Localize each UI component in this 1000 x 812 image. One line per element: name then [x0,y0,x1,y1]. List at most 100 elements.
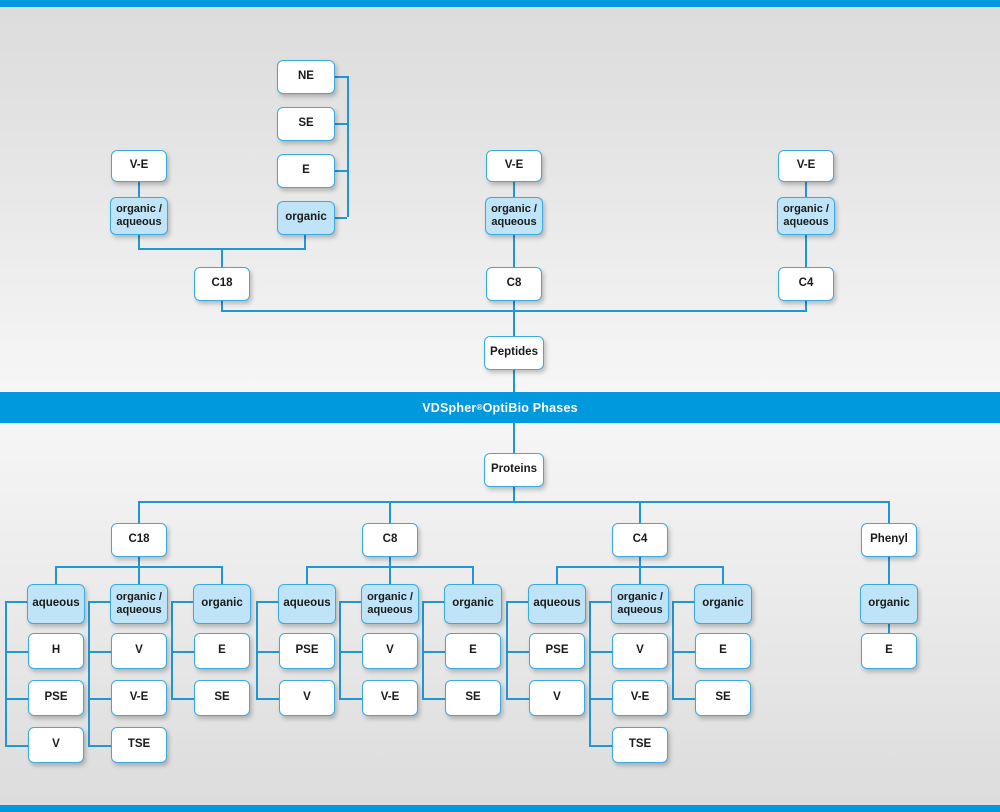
peptides-root[interactable]: Peptides [484,336,544,370]
proteins-c8-organic-aqueous[interactable]: organic / aqueous [361,584,419,624]
proteins-c18-aqueous-child[interactable]: PSE [28,680,84,716]
proteins-c18-organic-aqueous[interactable]: organic / aqueous [110,584,168,624]
proteins-c8-organic[interactable]: organic [444,584,502,624]
proteins-c18-organic-bus [171,601,173,698]
proteins-c8-aqueous-child[interactable]: V [279,680,335,716]
proteins-c18-organic-aqueous-child[interactable]: V [111,633,167,669]
proteins-c4-organic-aqueous-bus-stub [589,601,611,603]
proteins-c18-organic-aqueous-bus-stub [88,601,110,603]
proteins-c4-mod-drop [639,566,641,584]
proteins-c4-mod-drop [722,566,724,584]
banner-to-proteins [513,423,515,453]
proteins-c4-mod-drop [556,566,558,584]
proteins-c8-organic-aqueous-child[interactable]: V [362,633,418,669]
proteins-distribution-bus [138,501,890,503]
proteins-c8-spread-drop [389,557,391,566]
peptides-c18-oa-child-ve[interactable]: V-E [111,150,167,182]
proteins-c18-aqueous-bus-stub [5,601,27,603]
proteins-phenyl-organic[interactable]: organic [860,584,918,624]
banner-brand: VDSpher [422,400,477,415]
proteins-c18-organic-aqueous-child[interactable]: V-E [111,680,167,716]
proteins-phase-c4[interactable]: C4 [612,523,668,557]
proteins-phenyl-organic-child[interactable]: E [861,633,917,669]
peptides-c18-organic-aqueous[interactable]: organic / aqueous [110,197,168,235]
proteins-phenyl-mod-drop [888,557,890,584]
proteins-c4-organic-aqueous-child[interactable]: V-E [612,680,668,716]
peptides-c18-organic-bus-stub [335,123,347,125]
peptides-c18-drop [221,248,223,267]
proteins-c8-organic-child[interactable]: E [445,633,501,669]
proteins-c8-aqueous-child[interactable]: PSE [279,633,335,669]
proteins-c18-organic-aqueous-bus-stub [88,745,111,747]
peptides-c4-organic-aqueous[interactable]: organic / aqueous [777,197,835,235]
proteins-root[interactable]: Proteins [484,453,544,487]
peptides-c18-organic-child-ne[interactable]: NE [277,60,335,94]
proteins-c4-organic-aqueous[interactable]: organic / aqueous [611,584,669,624]
peptides-c18-organic-child-e[interactable]: E [277,154,335,188]
proteins-c18-aqueous-child[interactable]: H [28,633,84,669]
proteins-c18-aqueous-child[interactable]: V [28,727,84,763]
peptides-c8-drop [513,235,515,267]
peptides-c18-organic-bus-stub [335,217,347,219]
proteins-c4-aqueous-child[interactable]: PSE [529,633,585,669]
proteins-c4-organic-aqueous-bus-stub [589,698,612,700]
proteins-c4-organic-aqueous-child[interactable]: TSE [612,727,668,763]
peptides-c18-organic-bus [347,76,349,217]
proteins-c4-aqueous-bus [506,601,508,698]
peptides-phase-c8[interactable]: C8 [486,267,542,301]
proteins-c8-aqueous-bus-stub [256,651,279,653]
proteins-phase-phenyl[interactable]: Phenyl [861,523,917,557]
proteins-c4-organic-aqueous-child[interactable]: V [612,633,668,669]
proteins-c8-organic-bus-stub [422,651,445,653]
proteins-phenyl-organic-link [888,624,890,633]
brand-banner: VDSpher® OptiBio Phases [0,392,1000,423]
proteins-c8-aqueous-bus [256,601,258,698]
peptides-phase-c18[interactable]: C18 [194,267,250,301]
peptides-root-link [513,310,515,336]
proteins-c18-mod-drop [55,566,57,584]
peptides-c18-oa-child-link [138,182,140,197]
proteins-root-drop [513,487,515,501]
proteins-c4-aqueous-child[interactable]: V [529,680,585,716]
proteins-c4-organic[interactable]: organic [694,584,752,624]
proteins-c4-organic-bus-stub [672,601,694,603]
peptides-c18-oa-down [138,235,140,248]
peptides-c4-oa-child-ve[interactable]: V-E [778,150,834,182]
peptides-phase-drop [221,301,223,310]
peptides-c18-organic-child-se[interactable]: SE [277,107,335,141]
peptides-c8-organic-aqueous[interactable]: organic / aqueous [485,197,543,235]
proteins-c4-organic-bus-stub [672,651,695,653]
proteins-c8-organic-bus-stub [422,601,444,603]
proteins-c4-aqueous-bus-stub [506,601,528,603]
proteins-c4-organic-child[interactable]: SE [695,680,751,716]
peptides-c8-oa-child-ve[interactable]: V-E [486,150,542,182]
proteins-c8-organic-aqueous-bus [339,601,341,698]
proteins-c18-organic[interactable]: organic [193,584,251,624]
proteins-phase-drop [389,501,391,523]
proteins-phase-drop [639,501,641,523]
proteins-phase-drop [888,501,890,523]
proteins-phase-c18[interactable]: C18 [111,523,167,557]
proteins-c18-aqueous[interactable]: aqueous [27,584,85,624]
proteins-c18-organic-bus-stub [171,651,194,653]
proteins-c18-organic-child[interactable]: E [194,633,250,669]
proteins-phase-c8[interactable]: C8 [362,523,418,557]
proteins-c4-organic-bus [672,601,674,698]
proteins-c18-organic-child[interactable]: SE [194,680,250,716]
proteins-c4-organic-child[interactable]: E [695,633,751,669]
proteins-c8-organic-aqueous-child[interactable]: V-E [362,680,418,716]
proteins-c18-organic-bus-stub [171,698,194,700]
proteins-c4-aqueous[interactable]: aqueous [528,584,586,624]
proteins-c8-mod-drop [306,566,308,584]
proteins-c18-organic-aqueous-child[interactable]: TSE [111,727,167,763]
peptides-c18-organic[interactable]: organic [277,201,335,235]
peptides-phase-c4[interactable]: C4 [778,267,834,301]
proteins-c8-aqueous-bus-stub [256,601,278,603]
proteins-c18-organic-aqueous-bus-stub [88,698,111,700]
top-accent-bar [0,0,1000,7]
proteins-c4-aqueous-bus-stub [506,651,529,653]
proteins-c8-organic-child[interactable]: SE [445,680,501,716]
proteins-c8-aqueous[interactable]: aqueous [278,584,336,624]
proteins-c18-organic-aqueous-bus [88,601,90,745]
